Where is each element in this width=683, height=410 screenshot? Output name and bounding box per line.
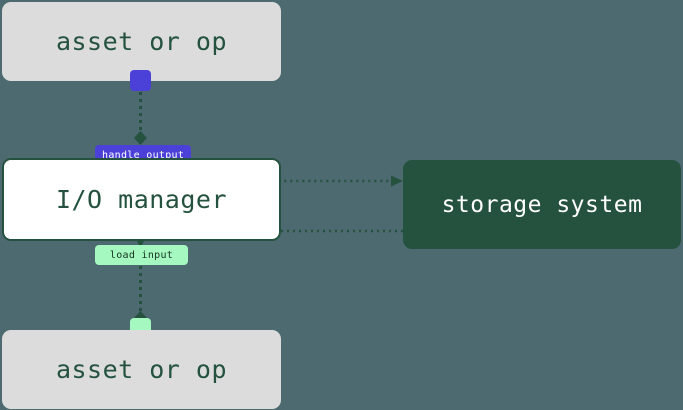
edge-label-load-input-text: load input bbox=[109, 249, 174, 261]
node-asset-or-op-top-label: asset or op bbox=[55, 27, 228, 56]
edge-label-load-input[interactable]: load input bbox=[95, 245, 188, 265]
node-io-manager[interactable]: I/O manager bbox=[2, 158, 281, 241]
node-asset-or-op-top[interactable]: asset or op bbox=[2, 2, 281, 81]
diamond-marker-handle-output bbox=[134, 131, 147, 145]
node-asset-or-op-bottom[interactable]: asset or op bbox=[2, 330, 281, 409]
output-handle-icon[interactable] bbox=[130, 70, 151, 91]
node-storage-system-label: storage system bbox=[441, 191, 643, 218]
node-storage-system[interactable]: storage system bbox=[403, 160, 681, 249]
node-io-manager-label: I/O manager bbox=[55, 185, 228, 214]
edge-label-handle-output-text: handle output bbox=[102, 149, 185, 161]
arrow-marker-to-storage bbox=[391, 175, 403, 187]
node-asset-or-op-bottom-label: asset or op bbox=[55, 355, 228, 384]
